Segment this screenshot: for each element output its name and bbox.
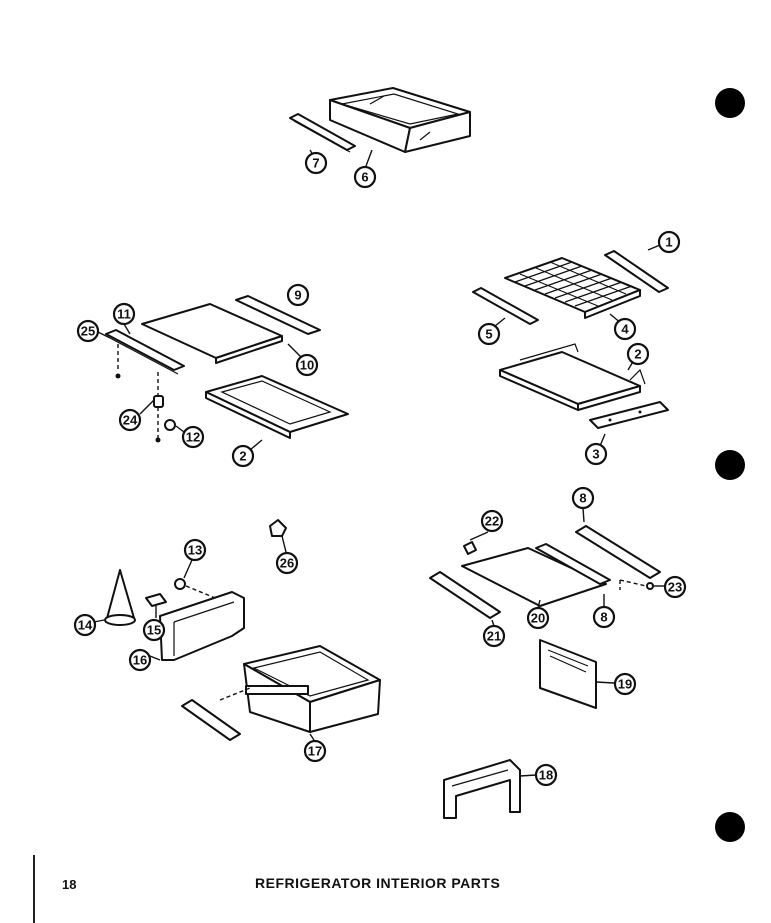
wire-shelf [504,257,641,319]
crisper-cover-frame [159,591,245,661]
callout-5: 5 [477,322,501,346]
page-number: 18 [62,877,77,892]
shelf-rail-left [472,287,539,325]
callout-3: 3 [584,442,608,466]
callout-7: 7 [304,151,328,175]
callout-23: 23 [663,575,687,599]
callout-label: 10 [300,358,314,373]
callout-12: 12 [181,425,205,449]
trim-8-lower [535,543,611,585]
callout-8-upper: 8 [571,486,595,510]
callout-label: 20 [531,611,545,626]
callout-label: 23 [668,580,682,595]
clip-22 [463,541,477,555]
callout-label: 11 [117,307,131,322]
callout-20: 20 [526,606,550,630]
callout-22: 22 [480,509,504,533]
callout-label: 21 [487,629,501,644]
shelf-frame-left [205,375,349,439]
callout-label: 2 [634,347,641,362]
callout-label: 24 [123,413,138,428]
callout-label: 7 [312,156,319,171]
part-15 [145,593,167,607]
callout-label: 15 [147,623,161,638]
callout-6: 6 [353,165,377,189]
glass-shelf-lower [461,547,607,607]
callout-label: 8 [600,610,607,625]
crisper-support [443,759,521,819]
trim-21 [429,571,501,619]
trim-8-upper [575,525,661,579]
callout-label: 6 [361,170,368,185]
callout-16: 16 [128,648,152,672]
callout-label: 22 [485,514,499,529]
shelf-bracket [589,401,669,429]
callout-2-left: 2 [231,444,255,468]
callout-11: 11 [112,302,136,326]
callout-1: 1 [657,230,681,254]
callout-15: 15 [142,618,166,642]
callout-19: 19 [613,672,637,696]
part-13 [174,578,186,590]
callout-label: 14 [78,618,93,633]
callout-25: 25 [76,319,100,343]
callout-8-lower: 8 [592,605,616,629]
callout-4: 4 [613,317,637,341]
shelf-trim-left [105,329,185,375]
callout-label: 18 [539,768,553,783]
callout-14: 14 [73,613,97,637]
shelf-trim-top [235,295,321,335]
page-title: REFRIGERATOR INTERIOR PARTS [255,875,501,891]
callout-label: 13 [188,543,202,558]
shelf-frame-right [499,343,646,411]
crisper-pan-lower [243,645,381,733]
callout-label: 26 [280,556,294,571]
callout-18: 18 [534,763,558,787]
part-14 [104,569,136,626]
callout-9: 9 [286,283,310,307]
callout-label: 19 [618,677,632,692]
part-26 [269,519,287,537]
callout-2-right: 2 [626,342,650,366]
margin-line [33,855,35,923]
callout-label: 5 [485,327,492,342]
callout-label: 9 [294,288,301,303]
crisper-pan-top [329,87,471,153]
callout-17: 17 [303,739,327,763]
callout-label: 17 [308,744,322,759]
shelf-rail-right [604,250,669,293]
callout-21: 21 [482,624,506,648]
callout-label: 4 [621,322,629,337]
callout-label: 12 [186,430,200,445]
crisper-rail-top [289,113,356,153]
binder-hole [715,812,745,842]
binder-hole [715,450,745,480]
glass-shelf [141,303,283,364]
callout-26: 26 [275,551,299,575]
callout-label: 8 [579,491,586,506]
callout-label: 2 [239,449,246,464]
callout-10: 10 [295,353,319,377]
callout-24: 24 [118,408,142,432]
callout-label: 1 [665,235,672,250]
crisper-rail-lower [181,699,241,741]
callout-label: 3 [592,447,599,462]
crisper-front-panel [539,639,597,709]
binder-hole [715,88,745,118]
callout-label: 16 [133,653,147,668]
callout-13: 13 [183,538,207,562]
callout-label: 25 [81,324,95,339]
